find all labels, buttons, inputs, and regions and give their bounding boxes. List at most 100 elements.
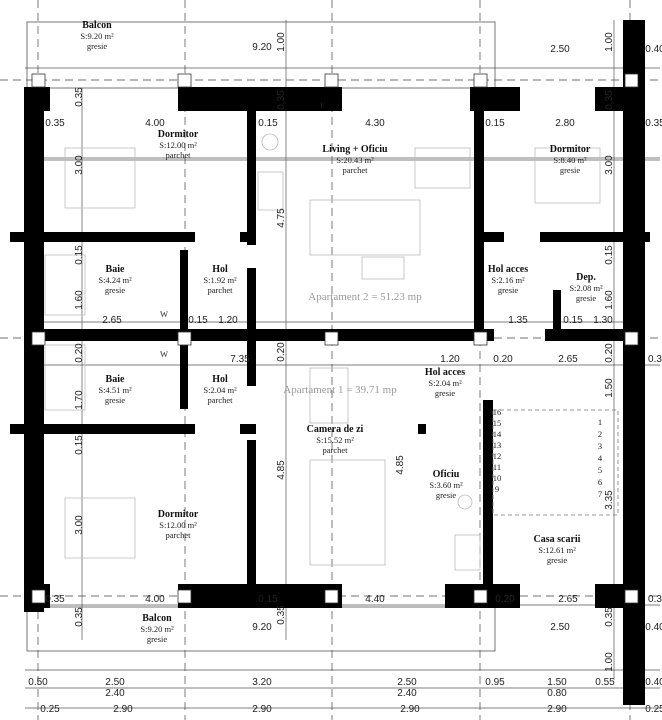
- dimension-label: 3.20: [252, 677, 272, 688]
- dimension-label: 0.15: [188, 315, 208, 326]
- dimension-label: 0.95: [485, 677, 505, 688]
- room-floor-material: parchet: [322, 445, 348, 455]
- dimension-label: 2.90: [400, 704, 420, 715]
- dimension-label: 4.00: [145, 594, 165, 605]
- room-area: S:2.08 m²: [569, 283, 603, 293]
- room-floor-material: gresie: [576, 293, 597, 303]
- washer-label: W: [160, 349, 168, 359]
- room-area: S:15.52 m²: [316, 435, 354, 445]
- dimension-label: 1.50: [547, 677, 567, 688]
- stair-step-number: 11: [493, 462, 501, 472]
- dimension-label: 2.50: [550, 622, 570, 633]
- room-area: S:12.00 m²: [159, 520, 197, 530]
- dimension-label: 4.00: [145, 118, 165, 129]
- stair-step-number: 12: [493, 451, 502, 461]
- dimension-label: 1.70: [74, 390, 85, 410]
- room-area: S:3.60 m²: [429, 480, 463, 490]
- room-floor-material: parchet: [342, 165, 368, 175]
- stair-step-number: 15: [493, 418, 502, 428]
- stair-step-number: 4: [598, 453, 603, 463]
- dimension-label: 0.20: [276, 342, 287, 362]
- dimension-label: 0.55: [595, 677, 615, 688]
- shower: [44, 254, 86, 316]
- structural-columns: [31, 73, 639, 604]
- dimension-label: 4.85: [395, 455, 406, 475]
- room-name: Balcon: [142, 613, 172, 624]
- room-name: Casa scarii: [534, 534, 581, 545]
- dimension-label: 0.15: [563, 315, 583, 326]
- dimension-label: 0.35: [74, 87, 85, 107]
- washer-label: W: [160, 309, 168, 319]
- dimension-label: 9.20: [252, 622, 272, 633]
- stair-step-number: 9: [495, 484, 499, 494]
- room-area: S:9.20 m²: [80, 31, 114, 41]
- apartment-1-label: Apartament 1 = 39.71 mp: [283, 384, 397, 396]
- dimension-label: 0.40: [645, 677, 662, 688]
- room-name: Baie: [106, 264, 125, 275]
- dimension-label: 1.00: [604, 32, 615, 52]
- dimension-label: 3.00: [604, 155, 615, 175]
- room-name: Hol: [212, 264, 228, 275]
- room-name: Baie: [106, 374, 125, 385]
- dimension-label: 1.60: [74, 290, 85, 310]
- dimension-label: 0.20: [493, 354, 513, 365]
- dimension-label: 1.20: [218, 315, 238, 326]
- dimension-label: 0.20: [74, 343, 85, 363]
- dimension-label: 4.85: [276, 460, 287, 480]
- room-name: Oficiu: [433, 469, 460, 480]
- dimension-label: 0.35: [276, 605, 287, 625]
- dimension-label: 0.15: [604, 245, 615, 265]
- dimension-label: 0.35: [74, 607, 85, 627]
- stair-step-number: 10: [493, 473, 502, 483]
- room-floor-material: gresie: [547, 555, 568, 565]
- room-area: S:12.00 m²: [159, 140, 197, 150]
- sofa: [309, 459, 386, 566]
- dimension-label: 1.60: [604, 290, 615, 310]
- stair-step-number: 16: [493, 407, 502, 417]
- dimension-label: 0.25: [40, 704, 60, 715]
- dimension-label: 3.35: [604, 490, 615, 510]
- dimension-label: 0.20: [495, 594, 515, 605]
- sink: [261, 133, 279, 151]
- room-area: S:9.20 m²: [140, 624, 174, 634]
- dimension-label: 0.15: [485, 118, 505, 129]
- stair-step-number: 6: [598, 477, 602, 487]
- dimension-label: 0.15: [258, 594, 278, 605]
- dimension-label: 0.35: [645, 118, 662, 129]
- dimension-label: 1.20: [440, 354, 460, 365]
- room-area: S:20.43 m²: [336, 155, 374, 165]
- dimension-label: 4.40: [365, 594, 385, 605]
- dimension-label: 9.20: [252, 42, 272, 53]
- dimension-label: 1.30: [593, 315, 613, 326]
- dimension-label: 7.35: [230, 354, 250, 365]
- stair-step-number: 1: [598, 417, 602, 427]
- dimension-label: 0.3: [648, 594, 662, 605]
- stairs: [492, 409, 619, 516]
- dimension-label: 2.90: [547, 704, 567, 715]
- dimension-label: 0.15: [74, 245, 85, 265]
- dimension-label: 2.80: [555, 118, 575, 129]
- room-area: S:12.61 m²: [538, 545, 576, 555]
- stove: [257, 171, 284, 211]
- room-name: Dep.: [576, 272, 596, 283]
- dining-table: [414, 147, 471, 189]
- stair-step-number: 5: [598, 465, 602, 475]
- dimension-label: 0.3: [648, 354, 662, 365]
- room-name: Dormitor: [550, 144, 591, 155]
- dimension-label: 2.40: [105, 688, 125, 699]
- stove: [454, 534, 481, 571]
- room-floor-material: gresie: [147, 634, 168, 644]
- room-area: S:2.04 m²: [203, 385, 237, 395]
- stair-step-number: 7: [598, 489, 602, 499]
- stair-step-number: 3: [598, 441, 602, 451]
- sink: [457, 494, 473, 510]
- dimension-label: 2.65: [558, 594, 578, 605]
- room-floor-material: parchet: [207, 285, 233, 295]
- dimension-label: 4.30: [365, 118, 385, 129]
- dimension-label: 3.00: [74, 515, 85, 535]
- room-name: Dormitor: [158, 509, 199, 520]
- dimension-lines: [25, 20, 660, 709]
